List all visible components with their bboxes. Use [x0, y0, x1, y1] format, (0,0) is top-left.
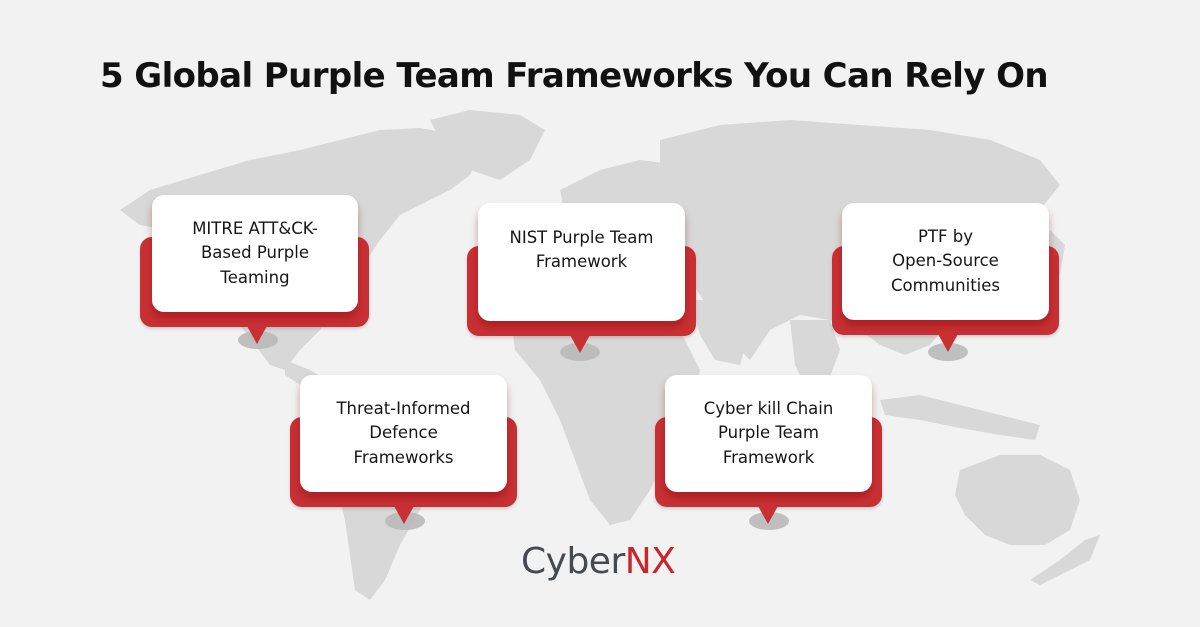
callout-pointer-icon: [394, 506, 414, 524]
callout-pointer-icon: [570, 335, 590, 353]
callout-pointer-icon: [938, 334, 958, 352]
framework-card: Threat-Informed Defence Frameworks: [300, 375, 507, 492]
framework-card: MITRE ATT&CK- Based Purple Teaming: [152, 195, 358, 312]
framework-label: NIST Purple Team Framework: [509, 227, 654, 272]
greenland-shape: [430, 110, 545, 180]
logo-text-nx: NX: [624, 541, 676, 582]
framework-card: PTF by Open-Source Communities: [842, 203, 1049, 320]
framework-label: MITRE ATT&CK- Based Purple Teaming: [192, 218, 318, 287]
framework-card: Cyber kill Chain Purple Team Framework: [665, 375, 872, 492]
framework-card: NIST Purple Team Framework: [478, 203, 685, 321]
africa-shape: [510, 285, 700, 525]
australia-shape: [955, 455, 1080, 545]
callout-pointer-icon: [758, 506, 778, 524]
new-zealand-shape: [1030, 535, 1100, 585]
framework-label: Threat-Informed Defence Frameworks: [336, 398, 471, 467]
callout-pointer-icon: [247, 326, 267, 344]
indonesia-shape: [880, 395, 1040, 440]
page-title: 5 Global Purple Team Frameworks You Can …: [100, 56, 1049, 96]
framework-label: PTF by Open-Source Communities: [890, 226, 1001, 295]
cybernx-logo: CyberNX: [521, 541, 676, 582]
framework-label: Cyber kill Chain Purple Team Framework: [703, 398, 834, 467]
logo-text-cyber: Cyber: [521, 541, 625, 582]
arabia-shape: [690, 300, 750, 365]
